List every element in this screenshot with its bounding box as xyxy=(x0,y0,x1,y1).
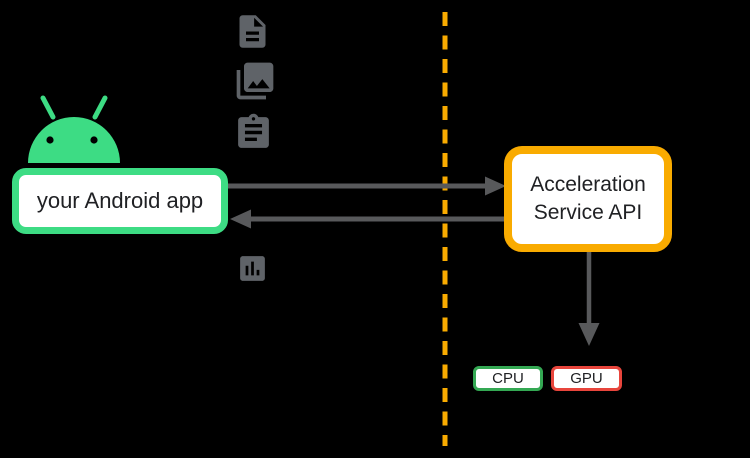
android-head-dome xyxy=(28,117,120,163)
cpu-node: CPU xyxy=(473,366,543,391)
android-eye-right xyxy=(90,136,98,144)
android-app-label: your Android app xyxy=(36,188,204,213)
arrow-service-to-app xyxy=(230,209,504,229)
gpu-label: GPU xyxy=(570,370,603,387)
gpu-node: GPU xyxy=(551,366,622,391)
document-file-icon xyxy=(239,15,266,48)
acceleration-service-node: Acceleration Service API xyxy=(504,146,672,252)
android-robot-icon xyxy=(28,95,120,163)
cpu-label: CPU xyxy=(492,370,524,387)
photo-library-icon xyxy=(236,62,274,100)
android-app-node: your Android app xyxy=(12,168,228,234)
arrow-app-to-service xyxy=(228,176,506,196)
bar-chart-icon xyxy=(240,256,265,281)
android-eye-left xyxy=(46,136,54,144)
android-antenna-right xyxy=(92,95,108,120)
acceleration-service-label: Acceleration Service API xyxy=(530,172,646,224)
clipboard-task-icon xyxy=(238,113,269,148)
android-antenna-left xyxy=(40,95,56,120)
arrow-service-to-hardware xyxy=(578,250,600,346)
